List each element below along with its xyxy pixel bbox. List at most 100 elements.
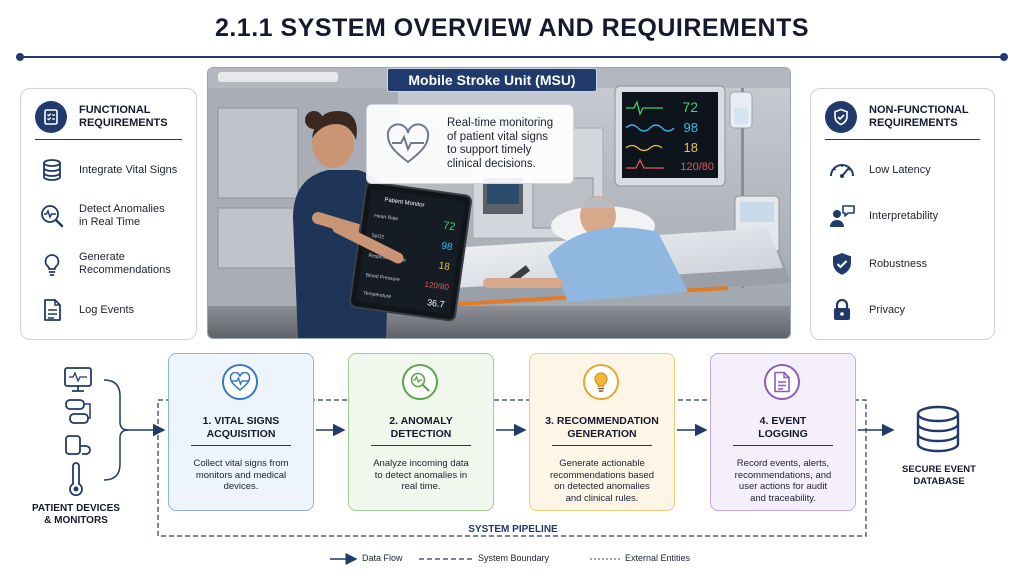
stage-title-line: DETECTION <box>390 427 452 440</box>
shield-check-icon <box>825 101 857 133</box>
stage-desc-line: Analyze incoming data <box>373 458 469 469</box>
monitor-heart-rate: 72 <box>682 99 698 115</box>
req-robustness: Robustness <box>827 249 927 279</box>
speedometer-icon <box>827 155 857 185</box>
checklist-icon <box>35 101 67 133</box>
stage-desc-line: and traceability. <box>750 492 816 504</box>
magnifier-pulse-icon <box>37 201 67 231</box>
page-title: 2.1.1 SYSTEM OVERVIEW AND REQUIREMENTS <box>214 14 810 42</box>
req-label: Integrate Vital Signs <box>79 163 178 176</box>
document-icon <box>37 295 67 325</box>
monitor-resp-rate: 18 <box>684 140 698 155</box>
req-label: Privacy <box>869 303 906 316</box>
stage-desc-line: recommendations based <box>549 469 655 481</box>
stage-desc-line: and clinical rules. <box>565 492 639 504</box>
database-label-line: DATABASE <box>913 476 965 487</box>
tablet-row-value: 120/80 <box>424 280 450 292</box>
callout-text: Real-time monitoring of patient vital si… <box>447 117 571 171</box>
callout-line: Real-time monitoring <box>447 117 554 129</box>
devices-label-line: PATIENT DEVICES <box>32 503 120 514</box>
padlock-icon <box>827 295 857 325</box>
tablet-row-value: 18 <box>438 260 451 273</box>
msu-title-badge: Mobile Stroke Unit (MSU) <box>387 68 597 92</box>
tablet-row-label: SpO2 <box>371 233 385 241</box>
stage-divider <box>191 445 291 446</box>
non-functional-heading-divider <box>825 139 980 140</box>
tablet-row-label: Temperature <box>363 290 392 300</box>
stage-divider <box>733 445 833 446</box>
stage-divider <box>552 445 652 446</box>
functional-heading-line1: FUNCTIONAL <box>79 104 151 116</box>
legend-label: Data Flow <box>362 553 403 563</box>
tablet-row-value: 72 <box>442 220 456 234</box>
req-label: Low Latency <box>869 163 931 176</box>
stage-title-line: LOGGING <box>758 427 808 440</box>
cuff-device-icon <box>65 435 91 455</box>
system-pipeline-label: SYSTEM PIPELINE <box>458 524 568 535</box>
person-speech-icon <box>827 201 857 231</box>
devices-label-line: & MONITORS <box>44 515 108 526</box>
stage-desc-line: devices. <box>223 481 259 492</box>
stage-desc-line: real time. <box>401 481 441 492</box>
req-label: in Real Time <box>79 216 141 228</box>
legend-external-entities: External Entities <box>625 553 690 563</box>
system-boundary <box>157 399 867 537</box>
stage-desc-line: on detected anomalies <box>554 481 650 492</box>
stage-title-line: ACQUISITION <box>206 427 276 440</box>
tablet-row-label: Heart Rate <box>374 213 399 222</box>
req-low-latency: Low Latency <box>827 155 931 185</box>
functional-heading-divider <box>35 139 182 140</box>
magnifier-pulse-icon <box>402 364 438 400</box>
tablet-row-value: 36.7 <box>426 297 445 309</box>
req-label: Generate <box>79 251 125 263</box>
req-integrate-vital-signs: Integrate Vital Signs <box>37 155 177 185</box>
req-label: Interpretability <box>869 209 939 222</box>
monitor-blood-pressure: 120/80 <box>680 161 714 173</box>
non-functional-heading-line1: NON-FUNCTIONAL <box>869 104 969 116</box>
stage-desc-line: to detect anomalies in <box>374 469 468 481</box>
lightbulb-icon <box>37 249 67 279</box>
stage-desc-line: Record events, alerts, <box>736 458 830 469</box>
stage-title-line: 1. VITAL SIGNS <box>202 415 280 427</box>
monitor-device-icon <box>64 367 92 392</box>
req-label: Detect Anomalies <box>79 203 165 215</box>
database-icon <box>916 405 960 453</box>
stage-divider <box>371 445 471 446</box>
monitor-spo2: 98 <box>684 120 698 135</box>
req-label: Log Events <box>79 303 135 316</box>
legend-system-boundary: System Boundary <box>478 553 549 563</box>
document-icon <box>764 364 800 400</box>
database-label-line: SECURE EVENT <box>902 464 976 475</box>
stage-title-line: GENERATION <box>567 427 637 440</box>
stage-desc-line: user actions for audit <box>738 481 828 492</box>
req-interpretability: Interpretability <box>827 201 938 231</box>
callout-line: to support timely <box>447 144 532 156</box>
req-log-events: Log Events <box>37 295 134 325</box>
req-label: Recommendations <box>79 264 171 276</box>
legend-data-flow: Data Flow <box>362 553 403 563</box>
ambulance-interior-image: 72 98 18 120/80 Patient Monitor Heart <box>208 68 790 338</box>
monitoring-callout: Real-time monitoring of patient vital si… <box>366 104 574 184</box>
stage-title-line: 4. EVENT <box>759 415 807 427</box>
lightbulb-icon <box>583 364 619 400</box>
tablet-row-value: 98 <box>441 241 454 254</box>
legend-label: System Boundary <box>478 553 550 563</box>
title-divider <box>16 53 1008 61</box>
stage-title-line: 2. ANOMALY <box>389 415 453 427</box>
patient-devices-label: PATIENT DEVICES & MONITORS <box>30 503 122 527</box>
callout-line: of patient vital signs <box>447 130 549 143</box>
non-functional-heading-line2: REQUIREMENTS <box>869 117 958 129</box>
msu-scene-illustration: 72 98 18 120/80 Patient Monitor Heart <box>207 67 791 339</box>
stage-desc-line: recommendations, and <box>734 469 832 481</box>
tablet-row-label: Blood Pressure <box>365 272 400 283</box>
